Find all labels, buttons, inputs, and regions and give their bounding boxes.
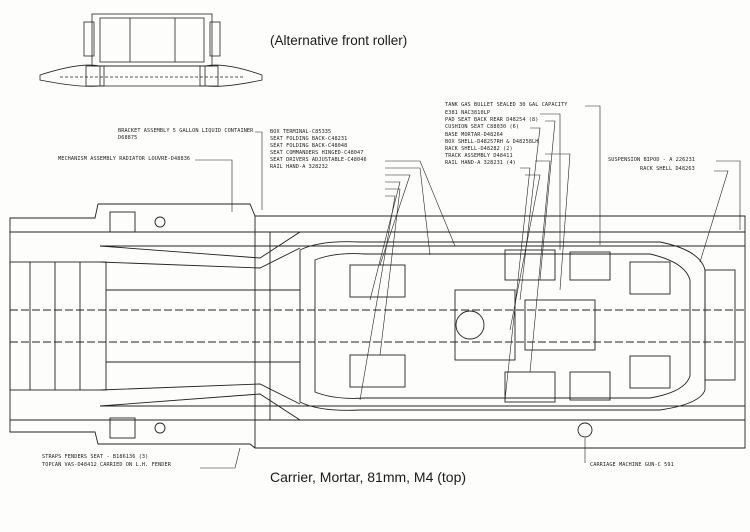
label-tank-gas: TANK GAS BULLET SEALED 30 GAL CAPACITY	[445, 102, 568, 108]
top-title: (Alternative front roller)	[270, 33, 408, 48]
label-straps-1: STRAPS FENDERS SEAT - B186136 (3)	[42, 454, 148, 460]
label-rack-shell-1: RACK SHELL-D48282 (2)	[445, 146, 513, 152]
label-mechanism: MECHANISM ASSEMBLY RADIATOR LOUVRE-D4883…	[58, 156, 190, 162]
label-rail-hand-2: RAIL HAND-A 328231 (4)	[445, 160, 516, 166]
label-track-assembly: TRACK ASSEMBLY D48411	[445, 153, 513, 159]
figure-caption: Carrier, Mortar, 81mm, M4 (top)	[270, 469, 467, 485]
label-rack-shell-2: RACK SHELL D48263	[640, 166, 695, 172]
label-seat-commanders: SEAT COMMANDERS HINGED-C48047	[270, 150, 363, 156]
label-carriage: CARRIAGE MACHINE GUN-C 591	[590, 462, 674, 468]
label-cushion-seat: CUSHION SEAT C88030 (6)	[445, 124, 519, 130]
label-seat-drivers: SEAT DRIVERS ADJUSTABLE-C48046	[270, 157, 367, 163]
part-labels: BRACKET ASSEMBLY 5 GALLON LIQUID CONTAIN…	[42, 102, 695, 468]
label-suspension: SUSPENSION BIPOD - A 226231	[608, 157, 695, 163]
label-rail-hand-1: RAIL HAND-A 328232	[270, 164, 328, 170]
hull-drawing	[9, 203, 746, 449]
label-straps-2: TOPCAN VAS-D48412 CARRIED ON L.H. FENDER	[42, 462, 172, 468]
label-box-shell: BOX SHELL-D48257RH & D48258LH	[445, 139, 538, 145]
front-roller-drawing	[39, 13, 263, 87]
label-tank-gas-code: E381 NAC3810LP	[445, 110, 490, 116]
label-seat-folding-back-2: SEAT FOLDING BACK-C48048	[270, 143, 347, 149]
label-bracket-1: BRACKET ASSEMBLY 5 GALLON LIQUID CONTAIN…	[118, 128, 254, 134]
label-seat-folding-back-1: SEAT FOLDING BACK-C48231	[270, 136, 347, 142]
label-bracket-2: D68875	[118, 135, 137, 141]
leader-lines	[195, 105, 741, 469]
label-pad-seat: PAD SEAT BACK REAR D48254 (8)	[445, 117, 538, 123]
label-box-terminal: BOX TERMINAL-C85335	[270, 129, 331, 135]
label-base-mortar: BASE MORTAR-D48264	[445, 132, 503, 138]
